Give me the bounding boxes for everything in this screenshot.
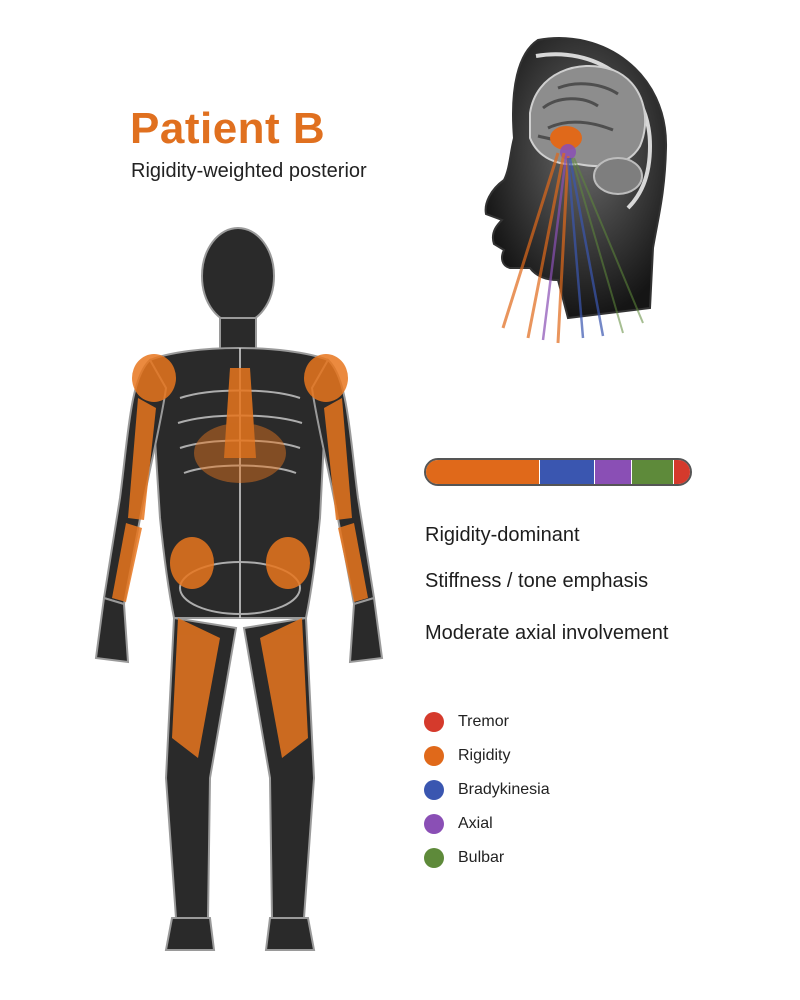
legend-label: Bulbar [458,849,505,866]
descriptor-tertiary: Moderate axial involvement [425,622,669,644]
bar-segment-bradykinesia [539,460,595,484]
legend-label: Rigidity [458,747,511,764]
legend-label: Bradykinesia [458,781,550,798]
legend-item-tremor: Tremor [424,705,550,739]
legend-item-rigidity: Rigidity [424,739,550,773]
bar-segment-tremor [674,460,690,484]
legend-swatch [424,848,444,868]
legend-swatch [424,780,444,800]
legend-item-axial: Axial [424,807,550,841]
page-subtitle: Rigidity-weighted posterior [131,160,367,182]
brain-sagittal-icon [484,37,668,344]
legend-item-bulbar: Bulbar [424,841,550,875]
brain-sagittal-illustration [418,18,688,368]
legend-swatch [424,712,444,732]
bar-segment-axial [594,460,632,484]
descriptor-secondary: Stiffness / tone emphasis [425,570,649,592]
bar-segment-bulbar [631,460,675,484]
page-title: Patient B [130,104,326,153]
bar-segment-rigidity [426,460,540,484]
legend-label: Axial [458,815,493,832]
legend-swatch [424,814,444,834]
human-body-icon [94,227,384,951]
legend-label: Tremor [458,713,509,730]
human-body-illustration [80,218,410,958]
posterior-stacked-bar [424,458,692,486]
legend-swatch [424,746,444,766]
legend-item-bradykinesia: Bradykinesia [424,773,550,807]
descriptor-primary: Rigidity-dominant [425,524,580,546]
